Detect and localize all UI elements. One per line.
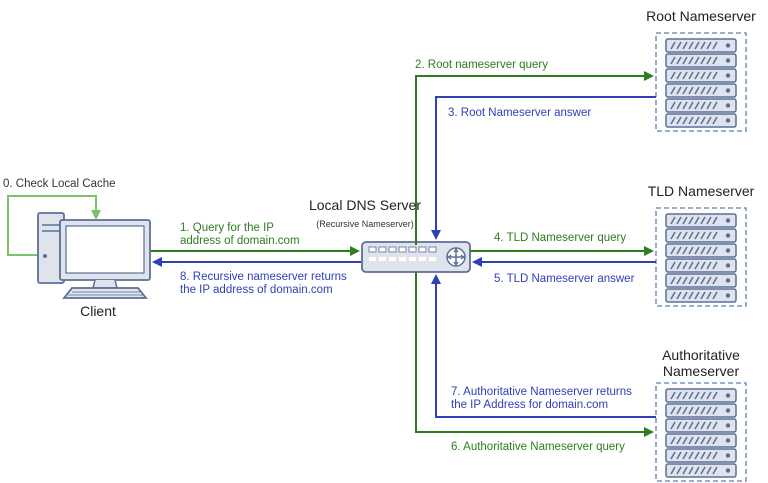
auth-nameserver-title-line2: Nameserver <box>662 363 740 379</box>
auth-nameserver-title-line1: Authoritative <box>662 347 740 363</box>
step-8-label-line1: 8. Recursive nameserver returns <box>180 271 347 283</box>
computer-icon <box>37 212 151 299</box>
step-6-label: 6. Authoritative Nameserver query <box>451 441 625 453</box>
step-7-label-line2: the IP Address for domain.com <box>451 399 609 411</box>
local-dns-title: Local DNS Server <box>308 197 422 213</box>
client-label: Client <box>80 303 116 319</box>
local-dns-subtitle: (Recursive Nameserver) <box>316 219 414 229</box>
step-5-label: 5. TLD Nameserver answer <box>494 273 635 285</box>
arrow-step-7 <box>431 274 656 418</box>
step-8-label-line2: the IP address of domain.com <box>180 284 333 296</box>
auth-server-icon <box>655 382 747 482</box>
root-server-icon <box>655 32 747 132</box>
arrow-step-6 <box>415 272 654 437</box>
root-nameserver-title: Root Nameserver <box>646 8 756 24</box>
tld-nameserver-title: TLD Nameserver <box>647 183 755 199</box>
step-3-label: 3. Root Nameserver answer <box>448 107 592 119</box>
step-7-label-line1: 7. Authoritative Nameserver returns <box>451 386 632 398</box>
step-1-label-line1: 1. Query for the IP <box>180 222 274 234</box>
router-icon <box>361 241 471 273</box>
cache-loop-arrow <box>7 195 101 256</box>
cache-label: 0. Check Local Cache <box>3 178 116 190</box>
arrow-step-3 <box>431 96 656 240</box>
step-2-label: 2. Root nameserver query <box>415 59 548 71</box>
arrow-step-2 <box>415 71 654 245</box>
step-1-label-line2: address of domain.com <box>180 235 300 247</box>
step-4-label: 4. TLD Nameserver query <box>494 232 627 244</box>
tld-server-icon <box>655 207 747 307</box>
